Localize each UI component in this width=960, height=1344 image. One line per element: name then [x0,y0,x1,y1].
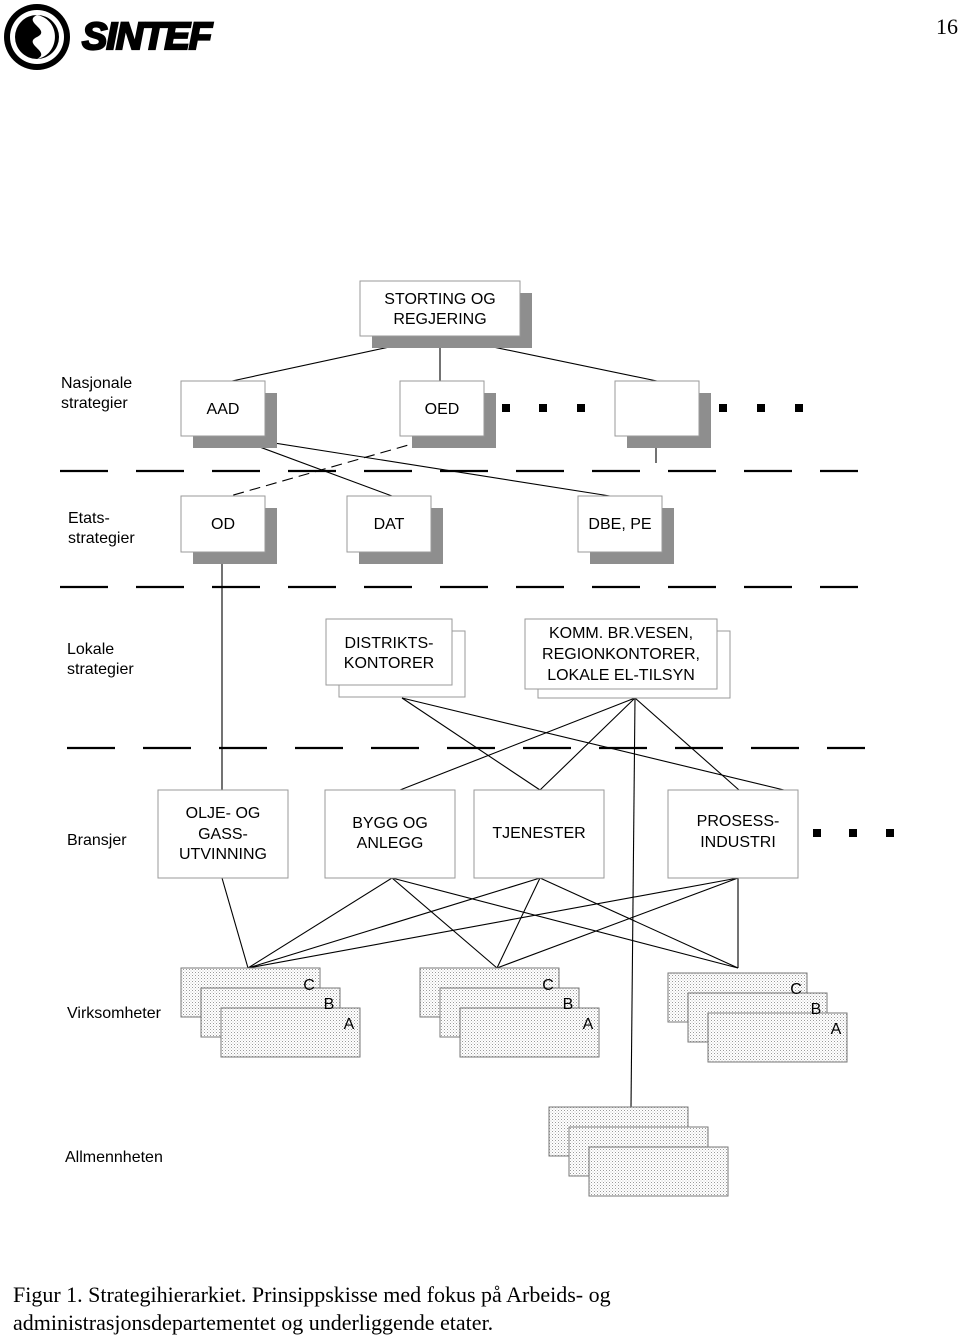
stack-1-letter-c: C [303,977,315,994]
box-oed: OED [399,380,496,448]
stack-3-letter-b: B [811,1001,822,1018]
stack-3-letter-a: A [831,1021,842,1038]
box-olje-line2: GASS- [198,826,248,843]
box-olje-line3: UTVINNING [179,846,267,863]
box-olje: OLJE- OG GASS- UTVINNING [157,789,289,879]
stack-1-letter-a: A [344,1016,355,1033]
logo-text: SINTEF [82,16,214,58]
company-stack-1: C B A [180,967,361,1058]
box-dat-label: DAT [374,516,405,533]
box-od: OD [180,495,277,564]
box-bygg: BYGG OG ANLEGG [324,789,456,879]
box-distrikts: DISTRIKTS- KONTORER [325,618,466,698]
row-label-etats-1: Etats- [68,510,110,527]
box-komm-line2: REGIONKONTORER, [542,646,700,663]
row-label-lokale-2: strategier [67,661,134,678]
row-label-bransjer: Bransjer [67,832,127,849]
box-aad: AAD [180,380,277,448]
ellipsis-bransjer [813,829,894,837]
row-label-etats-2: strategier [68,530,135,547]
box-od-label: OD [211,516,235,533]
stack-2-letter-a: A [583,1016,594,1033]
sintef-logo: SINTEF [4,4,216,70]
stack-2-letter-b: B [563,996,574,1013]
stack-3-letter-c: C [790,981,802,998]
box-blank-ministry [614,380,711,448]
box-oed-label: OED [425,401,460,418]
figure-caption: Figur 1. Strategihierarkiet. Prinsippski… [13,1281,953,1337]
box-bygg-line1: BYGG OG [352,815,428,832]
box-komm: KOMM. BR.VESEN, REGIONKONTORER, LOKALE E… [524,618,731,699]
box-storting-line2: REGJERING [393,311,486,328]
box-storting-line1: STORTING OG [384,291,495,308]
ellipsis-national-1 [502,404,585,412]
box-storting: STORTING OG REGJERING [359,280,532,348]
page-number: 16 [936,14,958,39]
caption-line-1: Figur 1. Strategihierarkiet. Prinsippski… [13,1282,611,1307]
row-label-virksomheter: Virksomheter [67,1005,162,1022]
row-labels: Nasjonale strategier Etats- strategier L… [61,375,163,1166]
stack-2-letter-c: C [542,977,554,994]
row-label-nasjonale-1: Nasjonale [61,375,132,392]
public-stack [548,1106,729,1197]
box-tjenester: TJENESTER [473,789,605,879]
box-komm-line3: LOKALE EL-TILSYN [547,667,695,684]
caption-line-2: administrasjonsdepartementet og underlig… [13,1310,494,1335]
row-label-allmennheten: Allmennheten [65,1149,163,1166]
box-prosess: PROSESS- INDUSTRI [667,789,799,879]
box-komm-line1: KOMM. BR.VESEN, [549,625,693,642]
box-olje-line1: OLJE- OG [186,805,261,822]
row-label-lokale-1: Lokale [67,641,114,658]
ellipsis-national-2 [719,404,803,412]
box-dbe-label: DBE, PE [588,516,651,533]
level-separators [60,469,865,750]
box-prosess-line2: INDUSTRI [700,834,776,851]
row-label-nasjonale-2: strategier [61,395,128,412]
company-stack-3: C B A [667,972,848,1063]
box-dbe-pe: DBE, PE [577,495,674,564]
box-prosess-line1: PROSESS- [697,813,780,830]
box-distrikts-line1: DISTRIKTS- [345,635,434,652]
box-bygg-line2: ANLEGG [357,835,424,852]
stack-1-letter-b: B [324,996,335,1013]
company-stack-2: C B A [419,967,600,1058]
box-tjenester-label: TJENESTER [492,825,585,842]
box-distrikts-line2: KONTORER [344,655,434,672]
box-dat: DAT [346,495,443,564]
box-aad-label: AAD [207,401,240,418]
